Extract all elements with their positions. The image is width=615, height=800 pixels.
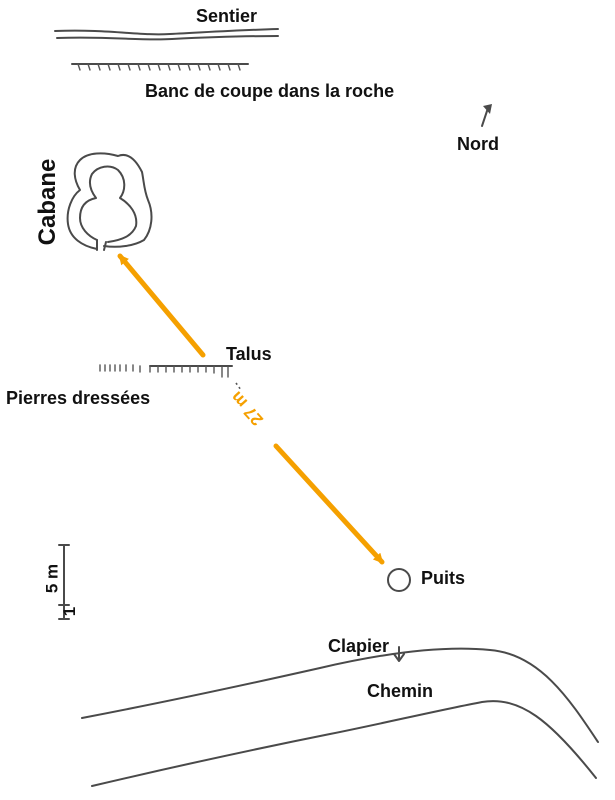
label-cabane: Cabane (34, 158, 61, 246)
talus-line (99, 364, 233, 378)
label-nord: Nord (457, 134, 499, 154)
label-scale-small: 1 (60, 606, 80, 617)
label-banc-de-coupe: Banc de coupe dans la roche (145, 81, 395, 101)
distance-measurement (117, 253, 385, 565)
cabane-outline (66, 152, 153, 251)
label-chemin: Chemin (367, 681, 434, 701)
label-talus: Talus (226, 344, 272, 364)
sentier-path (54, 28, 279, 41)
puits-circle (387, 568, 411, 592)
rock-cut-bench (71, 63, 249, 71)
label-scale: 5 m (42, 563, 62, 594)
label-puits: Puits (421, 568, 466, 588)
north-arrow-icon (481, 104, 492, 127)
label-sentier: Sentier (196, 6, 258, 26)
scale-bar (58, 544, 70, 620)
measure-arrow-to-puits (273, 443, 385, 565)
label-clapier: Clapier (328, 636, 390, 656)
measure-arrow-to-cabane (117, 253, 206, 358)
label-pierres-dressees: Pierres dressées (6, 388, 151, 408)
chemin-path (81, 647, 599, 787)
